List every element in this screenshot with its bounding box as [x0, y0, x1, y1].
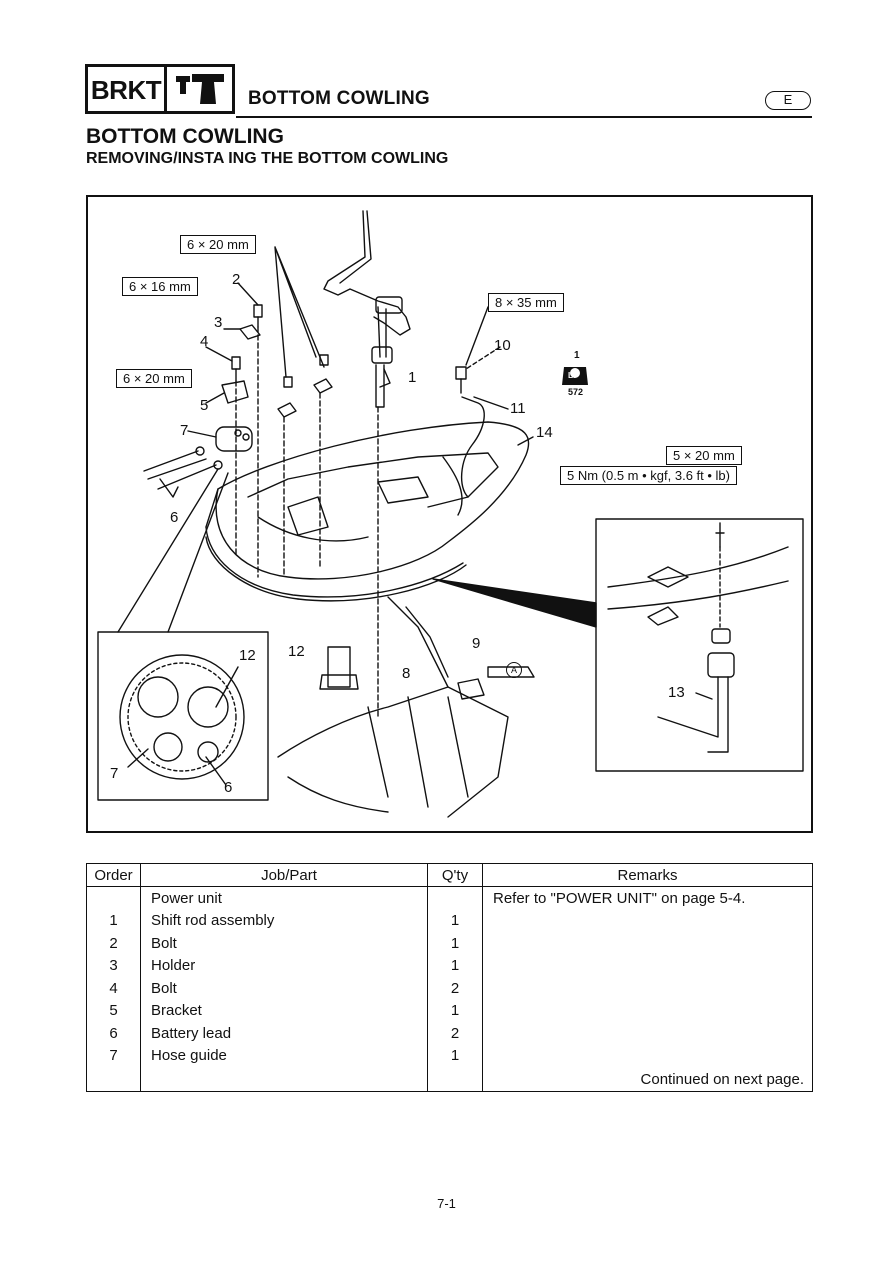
callout-5: 5: [200, 397, 209, 414]
spec-label-5x20: 5 × 20 mm: [666, 446, 742, 465]
callout-14: 14: [536, 424, 553, 441]
callout-12: 12: [288, 643, 305, 660]
diagram-illustration: [97, 210, 804, 818]
section-tab: BRKT: [85, 64, 235, 114]
lt-count: 1: [574, 350, 580, 361]
callout-2: 2: [232, 271, 241, 288]
row-qty: 2: [427, 977, 483, 1000]
row-part: Bolt: [140, 932, 428, 955]
row-part: Bolt: [140, 977, 428, 1000]
row-qty: 1: [427, 999, 483, 1022]
callout-7: 7: [180, 422, 189, 439]
callout-1: 1: [408, 369, 417, 386]
callout-10: 10: [494, 337, 511, 354]
row-remarks: [482, 909, 813, 932]
marker-a: A: [506, 662, 522, 678]
header-section-title: BOTTOM COWLING: [248, 88, 430, 109]
table-footer-row: Continued on next page.: [86, 1067, 813, 1092]
row-part: Power unit: [140, 886, 428, 910]
row-order: [86, 886, 141, 910]
callout-11: 11: [510, 400, 526, 417]
spec-label-6x20: 6 × 20 mm: [180, 235, 256, 254]
inset-callout-7: 7: [110, 765, 119, 782]
lt-symbol: LT: [568, 371, 578, 380]
language-badge: E: [765, 91, 811, 110]
table-row: 1 Shift rod assembly 1: [86, 909, 813, 932]
row-remarks: [482, 954, 813, 977]
row-remarks: [482, 1022, 813, 1045]
bracket-icon: [167, 67, 232, 111]
row-qty: 1: [427, 932, 483, 955]
row-order: 7: [86, 1044, 141, 1067]
lt-icon: [562, 367, 588, 385]
table-header-row: Order Job/Part Q'ty Remarks: [86, 863, 813, 887]
spec-label-6x20-bracket: 6 × 20 mm: [116, 369, 192, 388]
table-row: 5 Bracket 1: [86, 999, 813, 1022]
row-part: Shift rod assembly: [140, 909, 428, 932]
page-subtitle: REMOVING/INSTA ING THE BOTTOM COWLING: [86, 150, 449, 167]
row-part: Battery lead: [140, 1022, 428, 1045]
callout-8: 8: [402, 665, 411, 682]
callout-3: 3: [214, 314, 223, 331]
row-remarks: [482, 932, 813, 955]
table-row: Power unit Refer to "POWER UNIT" on page…: [86, 886, 813, 910]
page-number: 7-1: [437, 1196, 456, 1211]
column-header-order: Order: [86, 863, 141, 887]
column-header-part: Job/Part: [140, 863, 428, 887]
spec-label-8x35: 8 × 35 mm: [488, 293, 564, 312]
row-remarks: [482, 977, 813, 1000]
torque-spec-label: 5 Nm (0.5 m • kgf, 3.6 ft • lb): [560, 466, 737, 485]
row-part: Holder: [140, 954, 428, 977]
row-order: 6: [86, 1022, 141, 1045]
row-qty: [427, 886, 483, 910]
inset-callout-12: 12: [239, 647, 256, 664]
page-title: BOTTOM COWLING: [86, 125, 284, 148]
row-order: 5: [86, 999, 141, 1022]
row-remarks: [482, 999, 813, 1022]
row-part: Hose guide: [140, 1044, 428, 1067]
exploded-diagram: 6 × 20 mm 6 × 16 mm 6 × 20 mm 8 × 35 mm …: [86, 195, 813, 833]
row-qty: 1: [427, 909, 483, 932]
table-row: 4 Bolt 2: [86, 977, 813, 1000]
table-row: 3 Holder 1: [86, 954, 813, 977]
table-row: 2 Bolt 1: [86, 932, 813, 955]
row-qty: 1: [427, 954, 483, 977]
row-order: 3: [86, 954, 141, 977]
row-part: Bracket: [140, 999, 428, 1022]
row-qty: 1: [427, 1044, 483, 1067]
row-remarks: [482, 1044, 813, 1067]
row-order: 2: [86, 932, 141, 955]
callout-13: 13: [668, 684, 685, 701]
row-qty: 2: [427, 1022, 483, 1045]
callout-4: 4: [200, 333, 209, 350]
column-header-qty: Q'ty: [427, 863, 483, 887]
callout-9: 9: [472, 635, 481, 652]
spec-label-6x16: 6 × 16 mm: [122, 277, 198, 296]
table-row: 7 Hose guide 1: [86, 1044, 813, 1067]
inset-callout-6: 6: [224, 779, 233, 796]
row-remarks: Refer to "POWER UNIT" on page 5-4.: [482, 886, 813, 910]
row-order: 4: [86, 977, 141, 1000]
callout-6: 6: [170, 509, 179, 526]
header-divider: [236, 116, 812, 118]
column-header-remarks: Remarks: [482, 863, 813, 887]
table-row: 6 Battery lead 2: [86, 1022, 813, 1045]
continued-note: Continued on next page.: [482, 1067, 813, 1092]
row-order: 1: [86, 909, 141, 932]
section-tab-label: BRKT: [88, 67, 167, 111]
lt-label: 572: [568, 387, 584, 397]
parts-table: Order Job/Part Q'ty Remarks Power unit R…: [86, 863, 813, 1092]
